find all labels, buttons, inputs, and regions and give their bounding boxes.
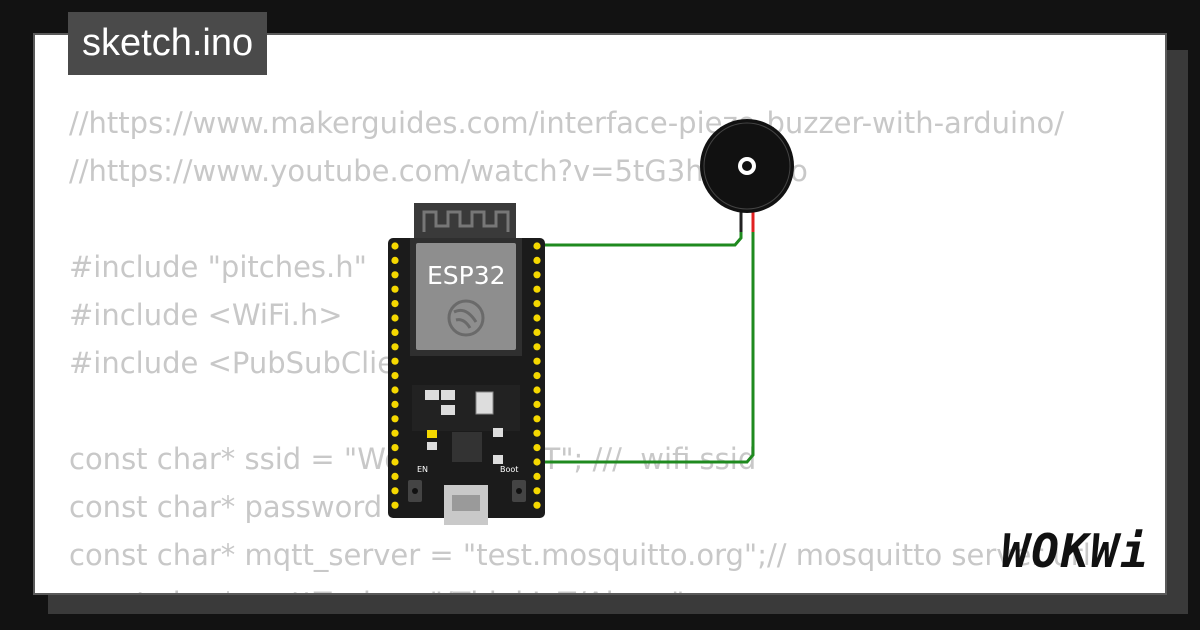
code-editor: //https://www.makerguides.com/interface-…: [69, 99, 1091, 593]
code-line: #include "pitches.h": [69, 250, 367, 284]
espressif-logo-icon: [447, 299, 485, 337]
piezo-buzzer[interactable]: [700, 119, 794, 213]
code-line: #include <WiFi.h>: [69, 298, 343, 332]
header-pin[interactable]: [391, 328, 399, 336]
header-pin[interactable]: [391, 386, 399, 394]
header-pin[interactable]: [533, 501, 541, 509]
header-pin[interactable]: [391, 343, 399, 351]
code-line: const char* mqtt_server = "test.mosquitt…: [69, 538, 1091, 572]
header-pin[interactable]: [391, 256, 399, 264]
header-pin[interactable]: [391, 429, 399, 437]
code-line: //https://www.makerguides.com/interface-…: [69, 106, 1064, 140]
header-pin[interactable]: [533, 372, 541, 380]
header-pin[interactable]: [533, 242, 541, 250]
wokwi-logo: WOKWi: [1001, 524, 1150, 578]
header-pin[interactable]: [391, 415, 399, 423]
preview-card: //https://www.makerguides.com/interface-…: [33, 33, 1167, 595]
header-pin[interactable]: [391, 400, 399, 408]
header-pin[interactable]: [533, 271, 541, 279]
header-pin[interactable]: [533, 256, 541, 264]
header-pin[interactable]: [391, 242, 399, 250]
board-label: ESP32: [427, 261, 506, 290]
header-pin[interactable]: [533, 444, 541, 452]
header-pin[interactable]: [391, 300, 399, 308]
header-pin[interactable]: [391, 285, 399, 293]
header-pin[interactable]: [533, 343, 541, 351]
header-pin[interactable]: [533, 429, 541, 437]
header-pin[interactable]: [391, 472, 399, 480]
header-pin[interactable]: [533, 415, 541, 423]
header-pin[interactable]: [533, 300, 541, 308]
header-pin[interactable]: [533, 285, 541, 293]
header-pin[interactable]: [533, 328, 541, 336]
esp32-board[interactable]: ESP32 EN Boot: [388, 203, 545, 525]
file-tab[interactable]: sketch.ino: [68, 12, 268, 75]
gnd-wire[interactable]: [537, 215, 743, 247]
header-pin[interactable]: [391, 314, 399, 322]
boot-button-label: Boot: [500, 465, 518, 474]
header-pin[interactable]: [391, 487, 399, 495]
header-pin[interactable]: [533, 314, 541, 322]
code-line: //https://www.youtube.com/watch?v=5tG3hU…: [69, 154, 808, 188]
code-line: const char* mqttTopic = "/ThinkIoT/Alarm…: [69, 579, 1091, 593]
header-pin[interactable]: [391, 271, 399, 279]
header-pin[interactable]: [533, 458, 541, 466]
file-tab-label: sketch.ino: [82, 22, 254, 64]
header-pin[interactable]: [391, 501, 399, 509]
pin-header-right: [533, 242, 541, 509]
header-pin[interactable]: [533, 357, 541, 365]
header-pin[interactable]: [533, 386, 541, 394]
header-pin[interactable]: [533, 400, 541, 408]
pin-header-left: [391, 242, 399, 509]
header-pin[interactable]: [391, 372, 399, 380]
header-pin[interactable]: [391, 458, 399, 466]
signal-wire[interactable]: [537, 215, 755, 464]
header-pin[interactable]: [533, 472, 541, 480]
header-pin[interactable]: [391, 444, 399, 452]
en-button-label: EN: [417, 465, 428, 474]
header-pin[interactable]: [533, 487, 541, 495]
header-pin[interactable]: [391, 357, 399, 365]
